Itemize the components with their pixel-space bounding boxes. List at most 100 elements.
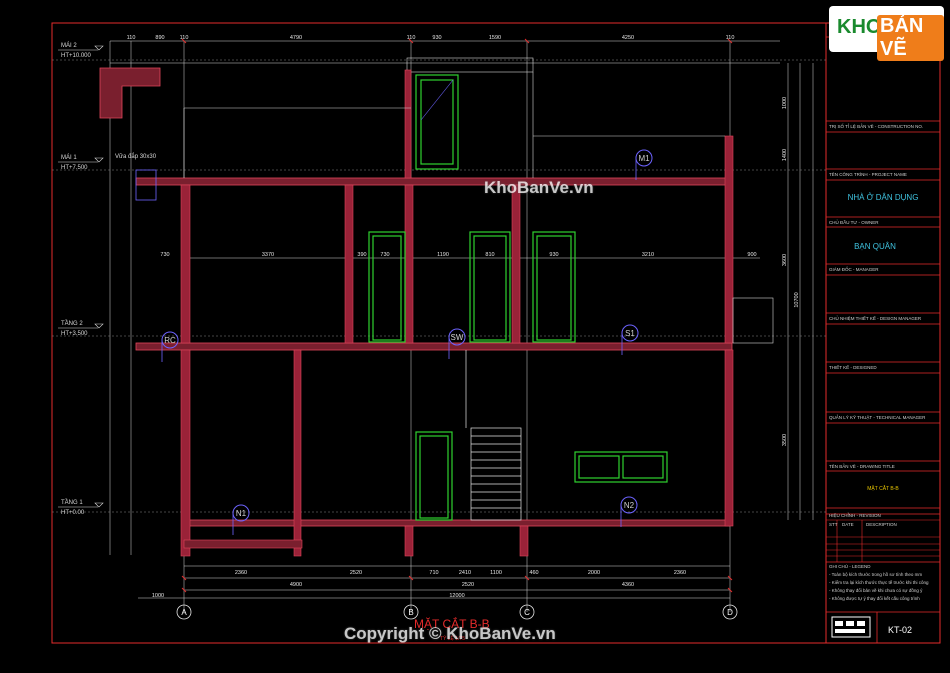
title-block-labels: TƯ VẤN - CÔNG TYTRỊ SỐ TỈ LỆ BẢN VẼ - CO… [829, 27, 929, 635]
revision-column: DESCRIPTION [866, 522, 897, 527]
roof-gutter [135, 169, 157, 201]
dim-inner: 390 [357, 252, 366, 258]
ground-slab [183, 519, 731, 527]
dim-inner: 900 [747, 252, 756, 258]
title-block-row: CHỦ ĐẦU TƯ - OWNER [829, 219, 879, 225]
dim-inner: 3370 [262, 252, 274, 258]
svg-text:MÁI 1: MÁI 1 [61, 154, 77, 161]
revision-column: DATE [842, 522, 854, 527]
svg-text:S1: S1 [625, 329, 635, 338]
dim-bottom-1: 2360 [235, 570, 247, 576]
dim-top: 110 [407, 35, 416, 41]
note-line: - Kiểm tra lại kích thước thực tế trước … [829, 579, 929, 585]
wall-interior-1 [344, 184, 354, 344]
revision-column: STT [829, 522, 838, 527]
dim-bottom-1: 1100 [490, 570, 502, 576]
detail-note: Vữa đắp 30x30 [115, 153, 157, 160]
balcony-outline [732, 297, 774, 344]
tag-sw: SW [448, 328, 466, 359]
svg-text:TẦNG 2: TẦNG 2 [61, 320, 83, 327]
level-marker: TẦNG 2HT+3.500 [58, 320, 104, 337]
notes-header: GHI CHÚ - LEGEND [829, 563, 871, 569]
svg-text:HT+7.500: HT+7.500 [61, 165, 88, 171]
note-line: - Không được tự ý thay đổi kết cấu công … [829, 595, 920, 601]
roof-slab [135, 177, 733, 186]
dim-inner: 3210 [642, 252, 654, 258]
title-block-row: QUẢN LÝ KỸ THUẬT - TECHNICAL MANAGER [829, 414, 926, 420]
svg-text:HT+0.00: HT+0.00 [61, 510, 85, 516]
tag-n1: N1 [232, 504, 250, 535]
dim-top: 1590 [489, 35, 501, 41]
title-block-row: THIẾT KẾ - DESIGNED [829, 364, 877, 370]
dim-top: 110 [726, 35, 735, 41]
tag-s1: S1 [621, 324, 639, 355]
svg-text:SW: SW [451, 333, 464, 342]
svg-text:D: D [727, 608, 733, 617]
door-under-stair [415, 431, 453, 521]
window-ground [574, 451, 668, 483]
wall-axis-b-upper [404, 184, 414, 344]
title-block-row: TÊN CÔNG TRÌNH - PROJECT NAME [829, 170, 907, 177]
svg-text:TẦNG 1: TẦNG 1 [61, 499, 83, 506]
title-block [825, 22, 941, 644]
scale-note: TỶ LỆ 1/75 [440, 634, 465, 642]
logo-right-text: BẢN VẼ [877, 15, 944, 61]
dim-top: 4250 [622, 35, 634, 41]
floor-2-slab [135, 342, 733, 351]
dim-top: 110 [180, 35, 189, 41]
title-block-row: TÊN BẢN VẼ - DRAWING TITLE [829, 462, 895, 469]
revision-header: HIỆU CHỈNH - REVISION [829, 511, 881, 518]
section-title: MẶT CẮT B-B [414, 616, 490, 631]
dim-bottom-2: 4900 [290, 582, 302, 588]
wall-axis-a-lower [180, 349, 191, 557]
dimension-ticks [181, 38, 733, 593]
svg-text:C: C [524, 608, 530, 617]
wall-axis-d-upper [724, 135, 734, 344]
dim-inner: 730 [380, 252, 389, 258]
sheet-number: KT-02 [888, 625, 912, 635]
level-marker: TẦNG 1 HT+0.00 [58, 499, 104, 516]
tag-rc: RC [161, 331, 179, 362]
owner-name: BẠN QUÂN [854, 242, 896, 251]
openings [368, 74, 668, 521]
note-line: - Toàn bộ kích thước trong hồ sơ tính th… [829, 572, 922, 577]
door-wc-2 [469, 231, 511, 343]
drawing-name: MẶT CẮT B-B [867, 484, 899, 492]
axis-b: B [403, 604, 419, 620]
project-name: NHÀ Ở DÂN DỤNG [848, 193, 919, 202]
watermark-bottom: Copyright © KhoBanVe.vn [344, 624, 556, 643]
level-marker: MÁI 2 HT+10.000 [58, 42, 104, 59]
dim-top: 110 [127, 35, 136, 41]
stair-tower-wall [404, 69, 412, 179]
title-block-row: TRỊ SỐ TỈ LỆ BẢN VẼ - CONSTRUCTION NO. [829, 122, 923, 129]
dim-right: 10700 [794, 292, 800, 307]
dim-right: 3500 [782, 434, 788, 446]
dim-top: 890 [155, 35, 164, 41]
svg-text:HT+10.000: HT+10.000 [61, 53, 92, 59]
dim-right: 3600 [782, 254, 788, 266]
dim-inner: 930 [549, 252, 558, 258]
door-wc-1 [368, 231, 406, 343]
axis-c: C [519, 604, 535, 620]
dim-bottom-2: 2520 [462, 582, 474, 588]
tag-n2: N2 [620, 496, 638, 527]
dim-bottom-1: 2000 [588, 570, 600, 576]
wall-axis-a-upper [180, 184, 191, 344]
svg-text:RC: RC [164, 336, 176, 345]
watermark-center: KhoBanVe.vn [484, 178, 594, 197]
title-block-row: GIÁM ĐỐC - MANAGER [829, 266, 879, 272]
dim-inner: 810 [485, 252, 494, 258]
svg-text:N1: N1 [236, 509, 247, 518]
door-bedroom [532, 231, 576, 343]
axis-d: D [722, 604, 738, 620]
wall-interior-2 [293, 349, 302, 557]
parapet-detail [99, 67, 161, 119]
svg-text:MÁI 2: MÁI 2 [61, 42, 77, 49]
site-logo: KHO BẢN VẼ [829, 6, 944, 61]
dim-bottom-1: 2520 [350, 570, 362, 576]
title-block-row: CHỦ NHIỆM THIẾT KẾ - DESIGN MANAGER [829, 314, 922, 321]
